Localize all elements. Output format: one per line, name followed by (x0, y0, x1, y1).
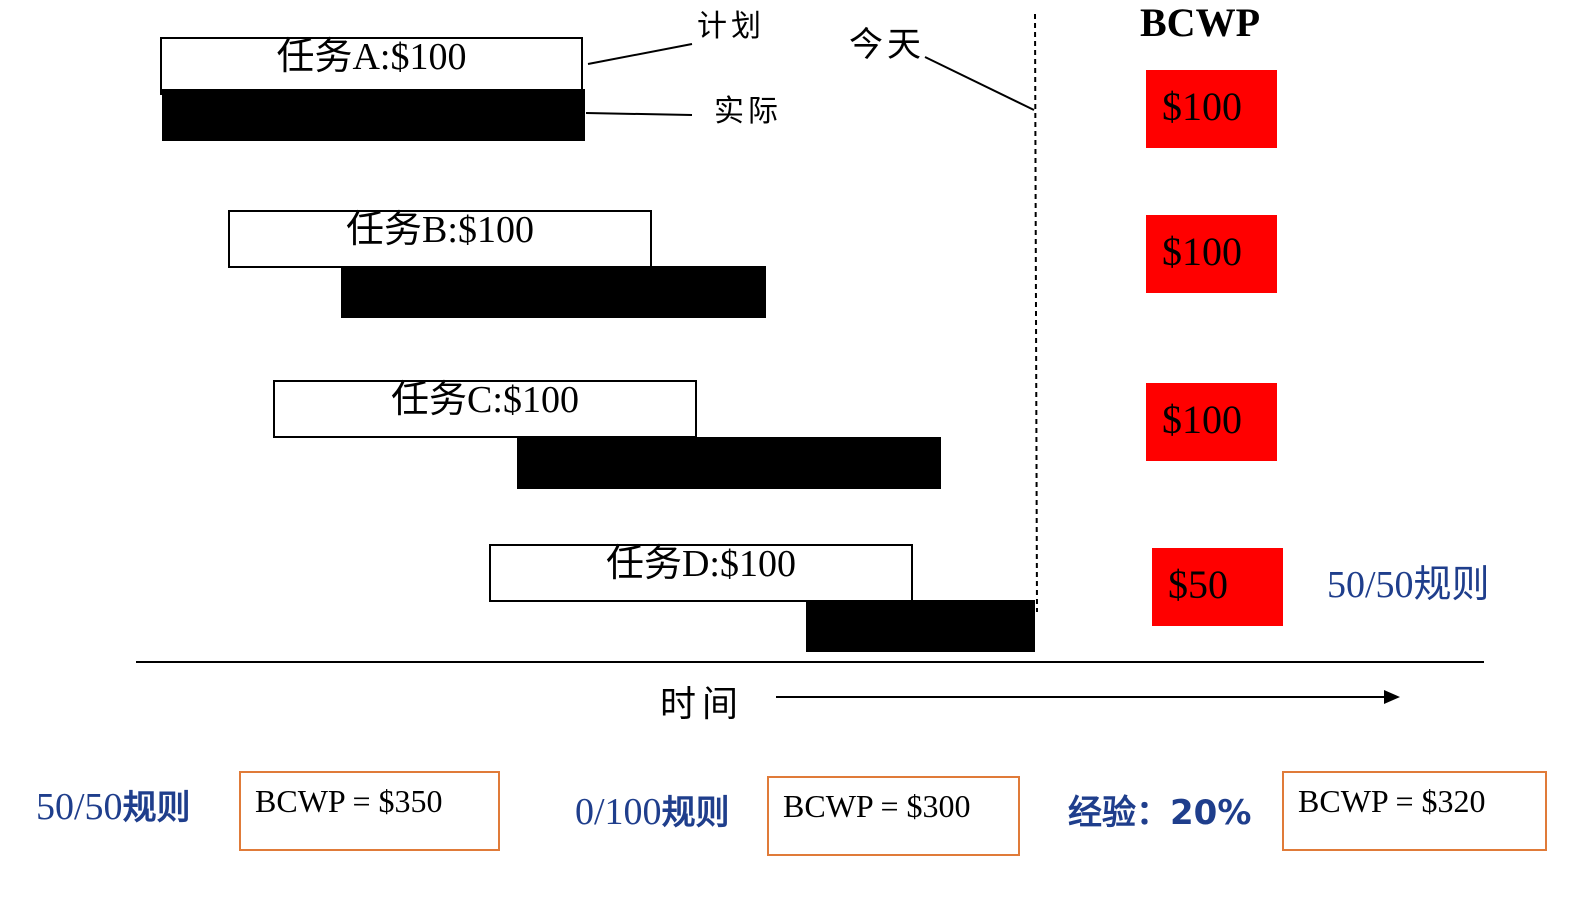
summary-result-50-50: BCWP = $350 (239, 771, 500, 851)
summary-rule-50-50: 50/50规则 (36, 785, 191, 830)
today-marker-line (1034, 13, 1038, 613)
task-b-label: 任务B:$100 (346, 209, 534, 251)
summary-rule-experience-text: 经验： (1068, 793, 1170, 833)
summary-rule-50-50-number: 50/50 (36, 786, 123, 828)
task-a-bcwp-box: $100 (1146, 70, 1277, 148)
task-a-plan-bar: 任务A:$100 (160, 36, 583, 95)
today-callout-label: 今天 (849, 25, 925, 65)
summary-rule-0-100-number: 0/100 (575, 791, 662, 833)
actual-callout-label: 实际 (714, 94, 782, 129)
summary-rule-0-100-text: 规则 (661, 793, 730, 833)
summary-rule-experience: 经验：20% (1068, 790, 1251, 835)
summary-rule-experience-number: 20% (1170, 793, 1252, 833)
plan-callout-line (587, 43, 693, 65)
task-c-bcwp-box: $100 (1146, 383, 1277, 461)
summary-result-0-100: BCWP = $300 (767, 776, 1020, 856)
today-callout-line (924, 56, 1035, 111)
task-a-actual-bar (162, 89, 585, 141)
summary-rule-0-100: 0/100规则 (575, 790, 730, 835)
task-d-rule-note: 50/50规则 (1327, 564, 1490, 606)
task-d-label: 任务D:$100 (605, 543, 796, 585)
task-d-bcwp-box: $50 (1152, 548, 1283, 626)
task-c-plan-bar: 任务C:$100 (273, 379, 697, 438)
summary-result-experience: BCWP = $320 (1282, 771, 1547, 851)
time-axis-label: 时间 (660, 684, 745, 725)
task-b-bcwp-box: $100 (1146, 215, 1277, 293)
task-d-actual-bar (806, 600, 1035, 652)
actual-callout-line (585, 112, 693, 116)
bcwp-column-header: BCWP (1140, 0, 1260, 45)
plan-callout-label: 计划 (697, 9, 765, 44)
task-b-plan-bar: 任务B:$100 (228, 209, 652, 268)
task-c-label: 任务C:$100 (391, 379, 579, 421)
task-c-actual-bar (517, 437, 941, 489)
task-a-label: 任务A:$100 (276, 36, 467, 78)
task-b-actual-bar (341, 266, 766, 318)
task-d-plan-bar: 任务D:$100 (489, 543, 913, 602)
time-arrow-head (1384, 690, 1400, 704)
summary-rule-50-50-text: 规则 (122, 788, 191, 828)
